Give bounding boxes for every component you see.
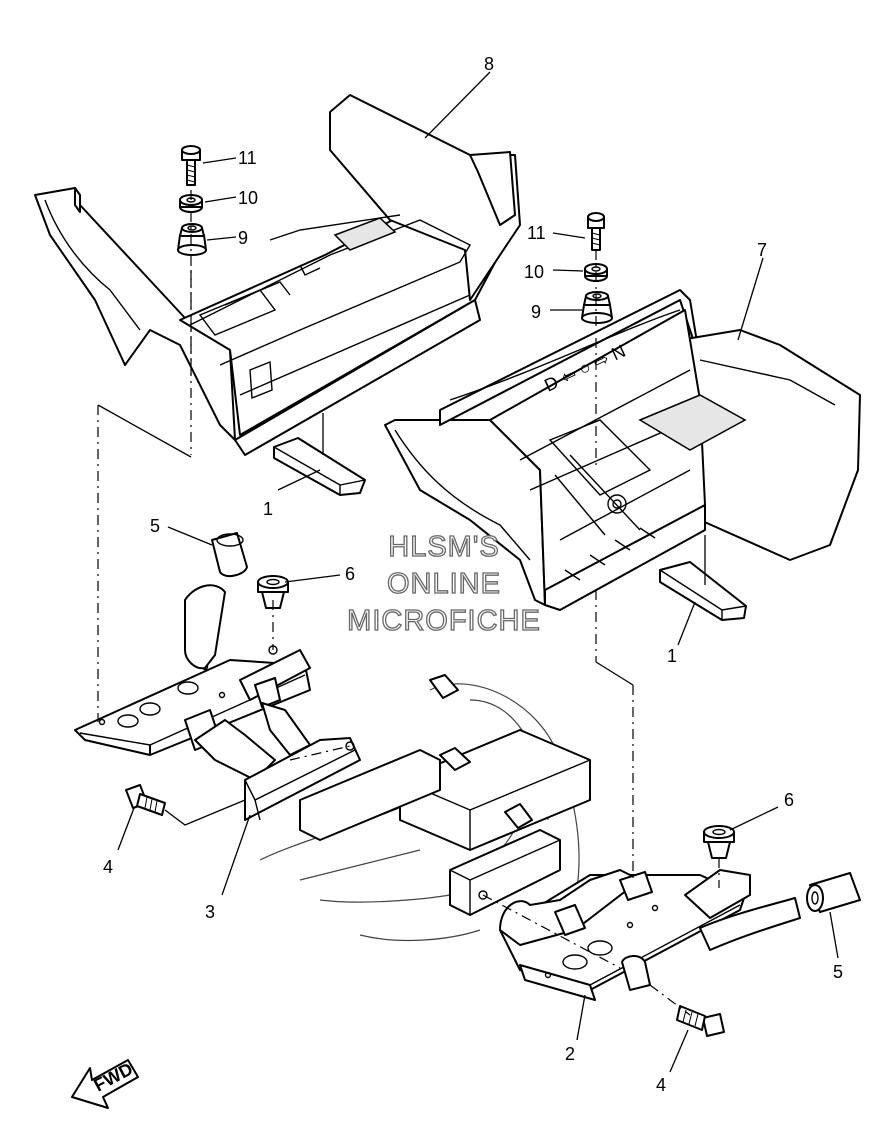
callout-11-right: 11 [527,223,546,243]
left-bracket-3 [74,532,361,821]
vehicle-frame [259,674,591,942]
callout-1-right: 1 [667,646,677,666]
plug-6-left [257,575,289,609]
collar-10-left [179,194,203,213]
callout-9-left: 9 [238,228,248,248]
bolt-4-right [676,1005,725,1037]
grommet-9-left [177,223,207,256]
callout-8: 8 [484,54,494,74]
watermark-line-3: MICROFICHE [347,605,541,637]
callout-1-left: 1 [263,499,273,519]
callout-4-right: 4 [656,1075,666,1095]
callout-5-right: 5 [833,962,843,982]
rubber-pads-1 [273,437,747,621]
grommet-9-right [581,291,613,324]
bolt-4-left [125,784,166,816]
callouts: 8 7 11 10 9 11 10 9 1 1 5 5 6 6 4 4 3 [103,54,843,1095]
callout-10-right: 10 [524,262,544,282]
bolt-11-left [181,145,201,186]
collar-5-right [806,872,861,913]
callout-10-left: 10 [238,188,258,208]
callout-9-right: 9 [531,302,541,322]
watermark-line-2: ONLINE [387,568,501,600]
callout-4-left: 4 [103,857,113,877]
callout-5-left: 5 [150,516,160,536]
left-footrest-8 [34,94,521,456]
callout-3: 3 [205,902,215,922]
callout-6-right: 6 [784,790,794,810]
watermark-line-1: HLSM'S [388,531,499,563]
assembly-lines [97,190,720,1016]
right-bracket-2 [499,869,801,1001]
callout-2: 2 [565,1044,575,1064]
watermark: HLSM'S ONLINE MICROFICHE [347,530,541,637]
plug-6-right [703,825,735,859]
callout-6-left: 6 [345,564,355,584]
callout-7: 7 [757,240,767,260]
right-footrest-7: D ⇦ ○ ⇨ N [384,289,861,611]
bolt-11-right [587,212,605,251]
fwd-arrow-icon: FWD [71,1059,139,1109]
callout-11-left: 11 [238,148,257,168]
